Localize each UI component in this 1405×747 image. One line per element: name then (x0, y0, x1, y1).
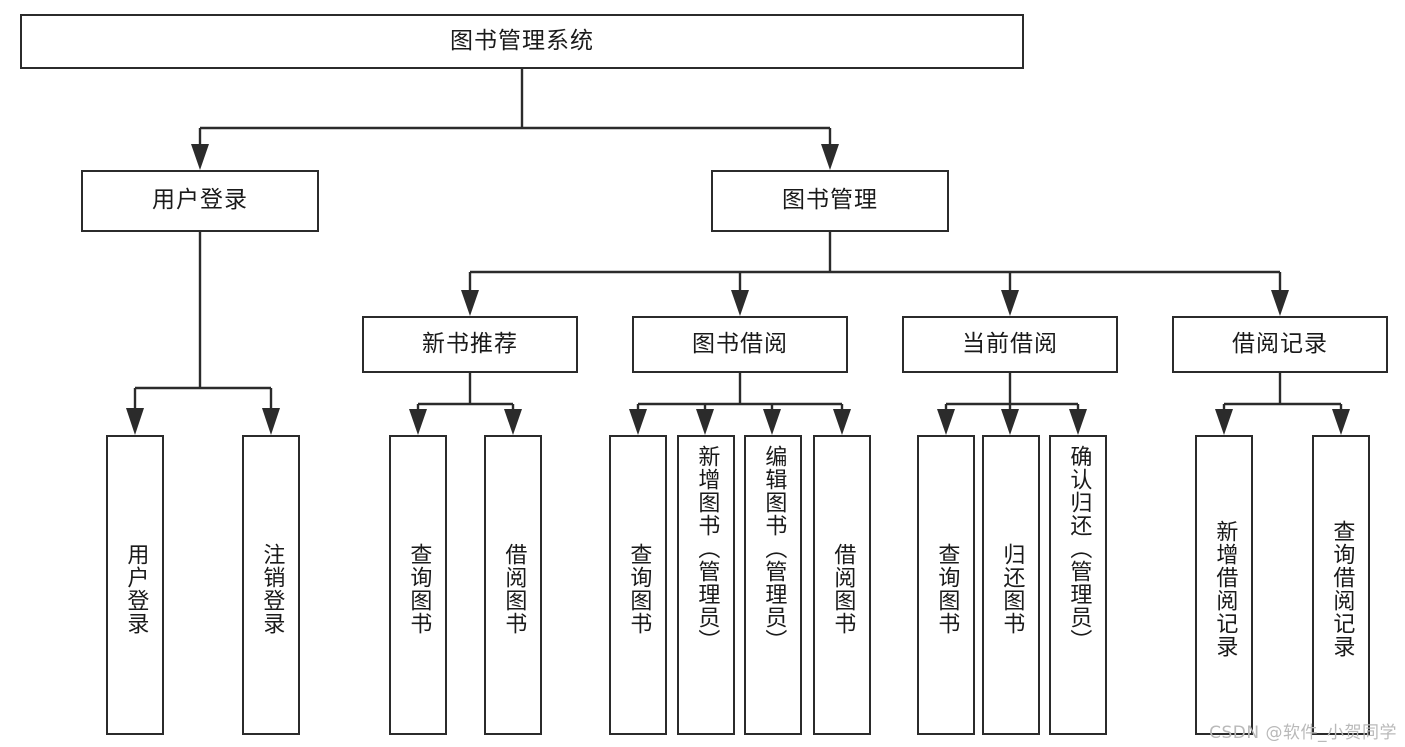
node-current-borrow[interactable]: 当前借阅 (902, 316, 1118, 373)
node-user-login[interactable]: 用户登录 (81, 170, 319, 232)
leaf-borrow-record-add-record[interactable]: 新增借阅记录 (1195, 435, 1253, 735)
leaf-new-book-query-book[interactable]: 查询图书 (389, 435, 447, 735)
leaf-book-borrow-add-book-admin[interactable]: 新增图书（管理员） (677, 435, 735, 735)
leaf-borrow-record-query-record[interactable]: 查询借阅记录 (1312, 435, 1370, 735)
leaf-label: 查询图书 (934, 543, 960, 635)
leaf-label: 归还图书 (999, 543, 1025, 635)
leaf-label: 编辑图书（管理员） (761, 445, 787, 652)
leaf-label: 借阅图书 (501, 543, 527, 635)
node-root-library-management-system[interactable]: 图书管理系统 (20, 14, 1024, 69)
leaf-label: 查询图书 (626, 543, 652, 635)
leaf-label: 用户登录 (123, 543, 149, 635)
leaf-label: 新增借阅记录 (1212, 520, 1238, 658)
leaf-label: 确认归还（管理员） (1066, 445, 1092, 652)
leaf-label: 查询借阅记录 (1329, 520, 1355, 658)
node-new-book-recommend[interactable]: 新书推荐 (362, 316, 578, 373)
leaf-book-borrow-borrow-book[interactable]: 借阅图书 (813, 435, 871, 735)
watermark: CSDN @软件_小贺同学 (1209, 723, 1397, 743)
leaf-book-borrow-query-book[interactable]: 查询图书 (609, 435, 667, 735)
leaf-label: 新增图书（管理员） (694, 445, 720, 652)
leaf-label: 注销登录 (259, 543, 285, 635)
leaf-user-login-login[interactable]: 用户登录 (106, 435, 164, 735)
leaf-current-borrow-confirm-return-admin[interactable]: 确认归还（管理员） (1049, 435, 1107, 735)
leaf-label: 查询图书 (406, 543, 432, 635)
leaf-current-borrow-return-book[interactable]: 归还图书 (982, 435, 1040, 735)
leaf-label: 借阅图书 (830, 543, 856, 635)
leaf-new-book-borrow-book[interactable]: 借阅图书 (484, 435, 542, 735)
leaf-current-borrow-query-book[interactable]: 查询图书 (917, 435, 975, 735)
leaf-user-login-logout[interactable]: 注销登录 (242, 435, 300, 735)
node-book-management[interactable]: 图书管理 (711, 170, 949, 232)
node-book-borrow[interactable]: 图书借阅 (632, 316, 848, 373)
leaf-book-borrow-edit-book-admin[interactable]: 编辑图书（管理员） (744, 435, 802, 735)
node-borrow-record[interactable]: 借阅记录 (1172, 316, 1388, 373)
